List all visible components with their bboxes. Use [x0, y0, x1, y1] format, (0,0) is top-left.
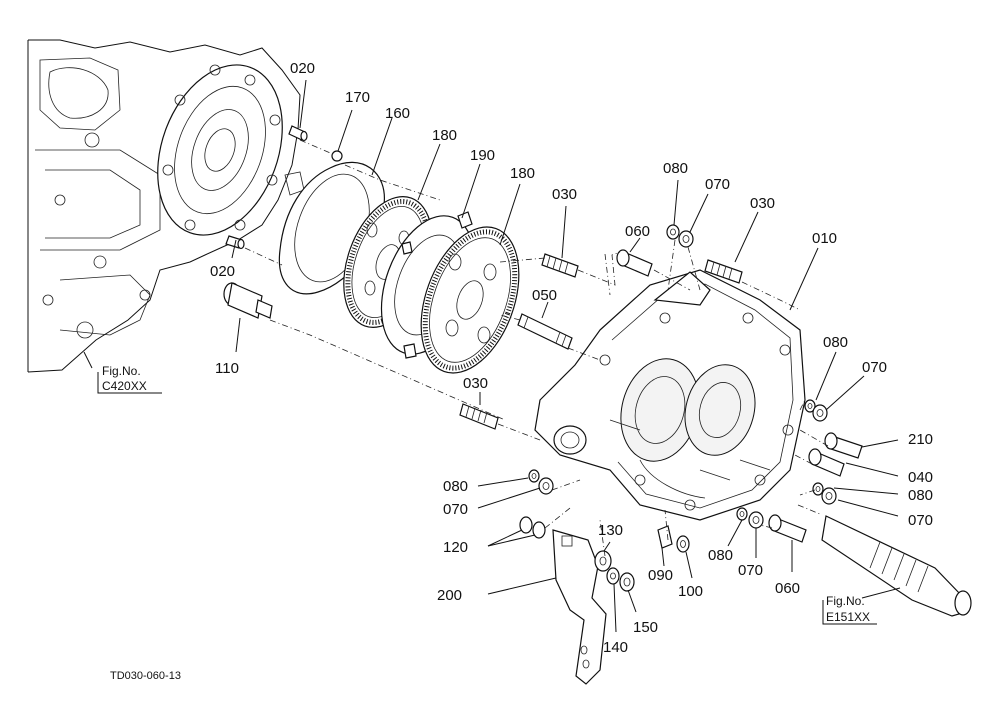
- callout-070-top: 070: [705, 176, 730, 193]
- shoulder-bolt-110: [223, 282, 273, 319]
- nut-070-left: [538, 477, 554, 495]
- callout-070-right-lower: 070: [908, 512, 933, 529]
- callout-050: 050: [532, 287, 557, 304]
- transmission-case-drawing: [27, 39, 305, 373]
- bolt-060-lower: [768, 514, 807, 543]
- washer-140: [606, 567, 620, 585]
- callout-160: 160: [385, 105, 410, 122]
- reference-c420: Fig.No. C420XX: [97, 364, 162, 394]
- reference-c420-code: C420XX: [102, 379, 147, 393]
- callout-030-lower: 030: [463, 375, 488, 392]
- washer-080-bottom: [736, 507, 748, 521]
- callout-labels: 020 170 160 180 190 180 030 080 070 030 …: [210, 60, 933, 656]
- callout-020-upper: 020: [290, 60, 315, 77]
- callout-060-upper: 060: [625, 223, 650, 240]
- callout-080-right-lower: 080: [908, 487, 933, 504]
- o-ring-120: [519, 516, 546, 539]
- callout-040: 040: [908, 469, 933, 486]
- callout-020-lower: 020: [210, 263, 235, 280]
- steel-ball-170: [331, 150, 343, 162]
- callout-070-bottom: 070: [738, 562, 763, 579]
- callout-070-right: 070: [862, 359, 887, 376]
- nut-150: [619, 572, 635, 592]
- callout-070-left: 070: [443, 501, 468, 518]
- callout-180-left: 180: [432, 127, 457, 144]
- nut-070-bottom: [748, 511, 764, 529]
- friction-disc-180-right: [420, 226, 520, 374]
- callout-140: 140: [603, 639, 628, 656]
- clutch-housing-010: [534, 269, 806, 521]
- nut-070-top: [678, 230, 694, 248]
- bolt-040: [808, 448, 845, 477]
- callout-130: 130: [598, 522, 623, 539]
- stud-bolt-030-upper-left: [541, 253, 579, 278]
- callout-090: 090: [648, 567, 673, 584]
- callout-080-bottom: 080: [708, 547, 733, 564]
- callout-120: 120: [443, 539, 468, 556]
- nut-070-right: [812, 404, 828, 422]
- assembly-center-lines: [244, 139, 829, 557]
- callout-080-right: 080: [823, 334, 848, 351]
- nut-070-right-lower: [821, 487, 837, 505]
- leader-lines: [83, 79, 901, 633]
- long-stud-050: [517, 313, 573, 350]
- washer-080-top: [666, 224, 680, 240]
- callout-110: 110: [215, 360, 239, 377]
- callout-060-lower: 060: [775, 580, 800, 597]
- callout-200: 200: [437, 587, 462, 604]
- reference-c420-prefix: Fig.No.: [102, 364, 141, 378]
- callout-100: 100: [678, 583, 703, 600]
- washer-130: [594, 550, 612, 572]
- bolt-060-upper: [616, 249, 653, 277]
- callout-080-left: 080: [443, 478, 468, 495]
- dowel-pin-020-lower: [225, 235, 245, 250]
- callout-190: 190: [470, 147, 495, 164]
- callout-180-right: 180: [510, 165, 535, 182]
- reference-e151-code: E151XX: [826, 610, 870, 624]
- callout-210: 210: [908, 431, 933, 448]
- dowel-pin-020-upper: [288, 125, 308, 142]
- washer-100: [676, 535, 690, 553]
- callout-010: 010: [812, 230, 837, 247]
- output-shaft: [821, 515, 972, 617]
- washer-080-right: [804, 399, 816, 413]
- reference-e151: Fig.No. E151XX: [822, 594, 877, 625]
- callout-170: 170: [345, 89, 370, 106]
- stud-bolt-030-upper-right: [704, 259, 743, 284]
- washer-080-right-lower: [812, 482, 824, 496]
- plug-090: [657, 525, 673, 549]
- callout-030-upper-right: 030: [750, 195, 775, 212]
- reference-e151-prefix: Fig.No.: [826, 594, 865, 608]
- callout-080-top: 080: [663, 160, 688, 177]
- stud-bolt-030-lower: [459, 403, 499, 430]
- callout-150: 150: [633, 619, 658, 636]
- bolt-210: [824, 432, 863, 459]
- callout-030-upper-left: 030: [552, 186, 577, 203]
- figure-code: TD030-060-13: [110, 670, 181, 682]
- washer-080-left: [528, 469, 540, 483]
